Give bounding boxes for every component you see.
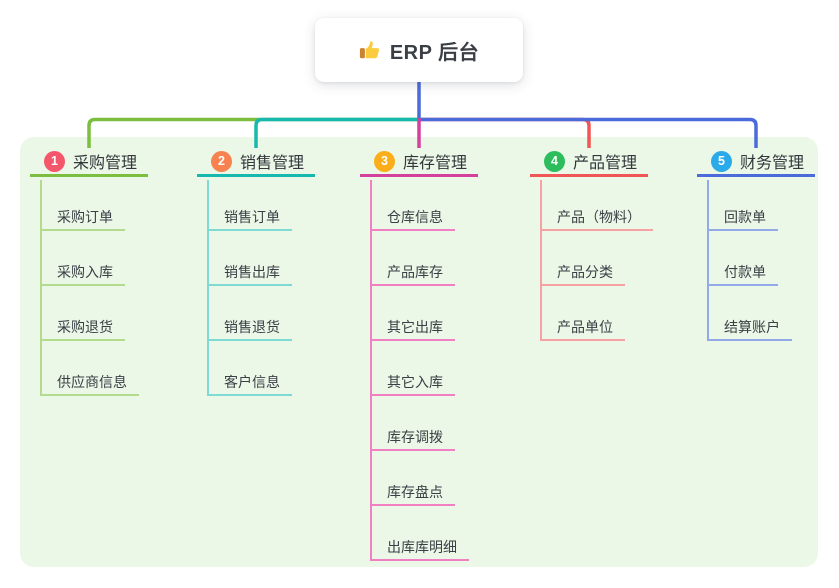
child-node[interactable]: 付款单: [707, 255, 778, 286]
child-node-label: 出库库明细: [387, 539, 457, 555]
branch-index-badge: 1: [44, 150, 65, 172]
child-node-label: 采购订单: [57, 209, 113, 225]
child-node[interactable]: 采购订单: [40, 200, 125, 231]
child-node-label: 产品单位: [557, 319, 613, 335]
child-node[interactable]: 产品分类: [540, 255, 625, 286]
child-node[interactable]: 回款单: [707, 200, 778, 231]
child-node[interactable]: 产品单位: [540, 310, 625, 341]
branch-child-connector: [707, 180, 709, 339]
branch-node-1[interactable]: 1 采购管理: [30, 148, 148, 177]
branch-node-4[interactable]: 4 产品管理: [530, 148, 648, 177]
child-node-label: 库存调拨: [387, 429, 443, 445]
root-title: ERP 后台: [389, 41, 480, 64]
child-node[interactable]: 销售出库: [207, 255, 292, 286]
child-node[interactable]: 库存调拨: [370, 420, 455, 451]
branch-label: 财务管理: [740, 155, 805, 172]
child-node[interactable]: 其它出库: [370, 310, 455, 341]
child-node-label: 仓库信息: [387, 209, 443, 225]
branch-label: 库存管理: [403, 155, 468, 172]
child-node-label: 销售订单: [224, 209, 280, 225]
thumbs-up-icon: [359, 39, 381, 61]
child-node-label: 采购入库: [57, 264, 113, 280]
branch-index-badge: 3: [374, 150, 395, 172]
branch-child-connector: [207, 180, 209, 394]
branch-node-2[interactable]: 2 销售管理: [197, 148, 315, 177]
child-node-label: 销售退货: [224, 319, 280, 335]
child-node[interactable]: 销售订单: [207, 200, 292, 231]
child-node-label: 产品库存: [387, 264, 443, 280]
child-node[interactable]: 采购入库: [40, 255, 125, 286]
child-node-label: 采购退货: [57, 319, 113, 335]
child-node[interactable]: 供应商信息: [40, 365, 139, 396]
branch-label: 采购管理: [73, 155, 138, 172]
child-node[interactable]: 采购退货: [40, 310, 125, 341]
child-node-label: 其它入库: [387, 374, 443, 390]
child-node-label: 回款单: [724, 209, 766, 225]
child-node[interactable]: 其它入库: [370, 365, 455, 396]
branch-index-badge: 4: [544, 150, 565, 172]
child-node-label: 产品（物料）: [557, 209, 641, 225]
branch-label: 产品管理: [573, 155, 638, 172]
child-node-label: 产品分类: [557, 264, 613, 280]
branch-node-3[interactable]: 3 库存管理: [360, 148, 478, 177]
root-node[interactable]: ERP 后台: [315, 18, 523, 82]
branch-child-connector: [40, 180, 42, 394]
child-node[interactable]: 产品（物料）: [540, 200, 653, 231]
child-node-label: 客户信息: [224, 374, 280, 390]
child-node[interactable]: 客户信息: [207, 365, 292, 396]
child-node[interactable]: 出库库明细: [370, 530, 469, 561]
child-node[interactable]: 库存盘点: [370, 475, 455, 506]
child-node[interactable]: 产品库存: [370, 255, 455, 286]
child-node-label: 销售出库: [224, 264, 280, 280]
child-node-label: 库存盘点: [387, 484, 443, 500]
child-node-label: 付款单: [724, 264, 766, 280]
branch-child-connector: [540, 180, 542, 339]
branch-node-5[interactable]: 5 财务管理: [697, 148, 815, 177]
child-node-label: 结算账户: [724, 319, 780, 335]
branch-label: 销售管理: [240, 155, 305, 172]
branch-index-badge: 5: [711, 150, 732, 172]
branch-index-badge: 2: [211, 150, 232, 172]
child-node[interactable]: 结算账户: [707, 310, 792, 341]
child-node[interactable]: 仓库信息: [370, 200, 455, 231]
child-node-label: 供应商信息: [57, 374, 127, 390]
child-node[interactable]: 销售退货: [207, 310, 292, 341]
branch-child-connector: [370, 180, 372, 559]
child-node-label: 其它出库: [387, 319, 443, 335]
branches-panel: [20, 137, 818, 567]
